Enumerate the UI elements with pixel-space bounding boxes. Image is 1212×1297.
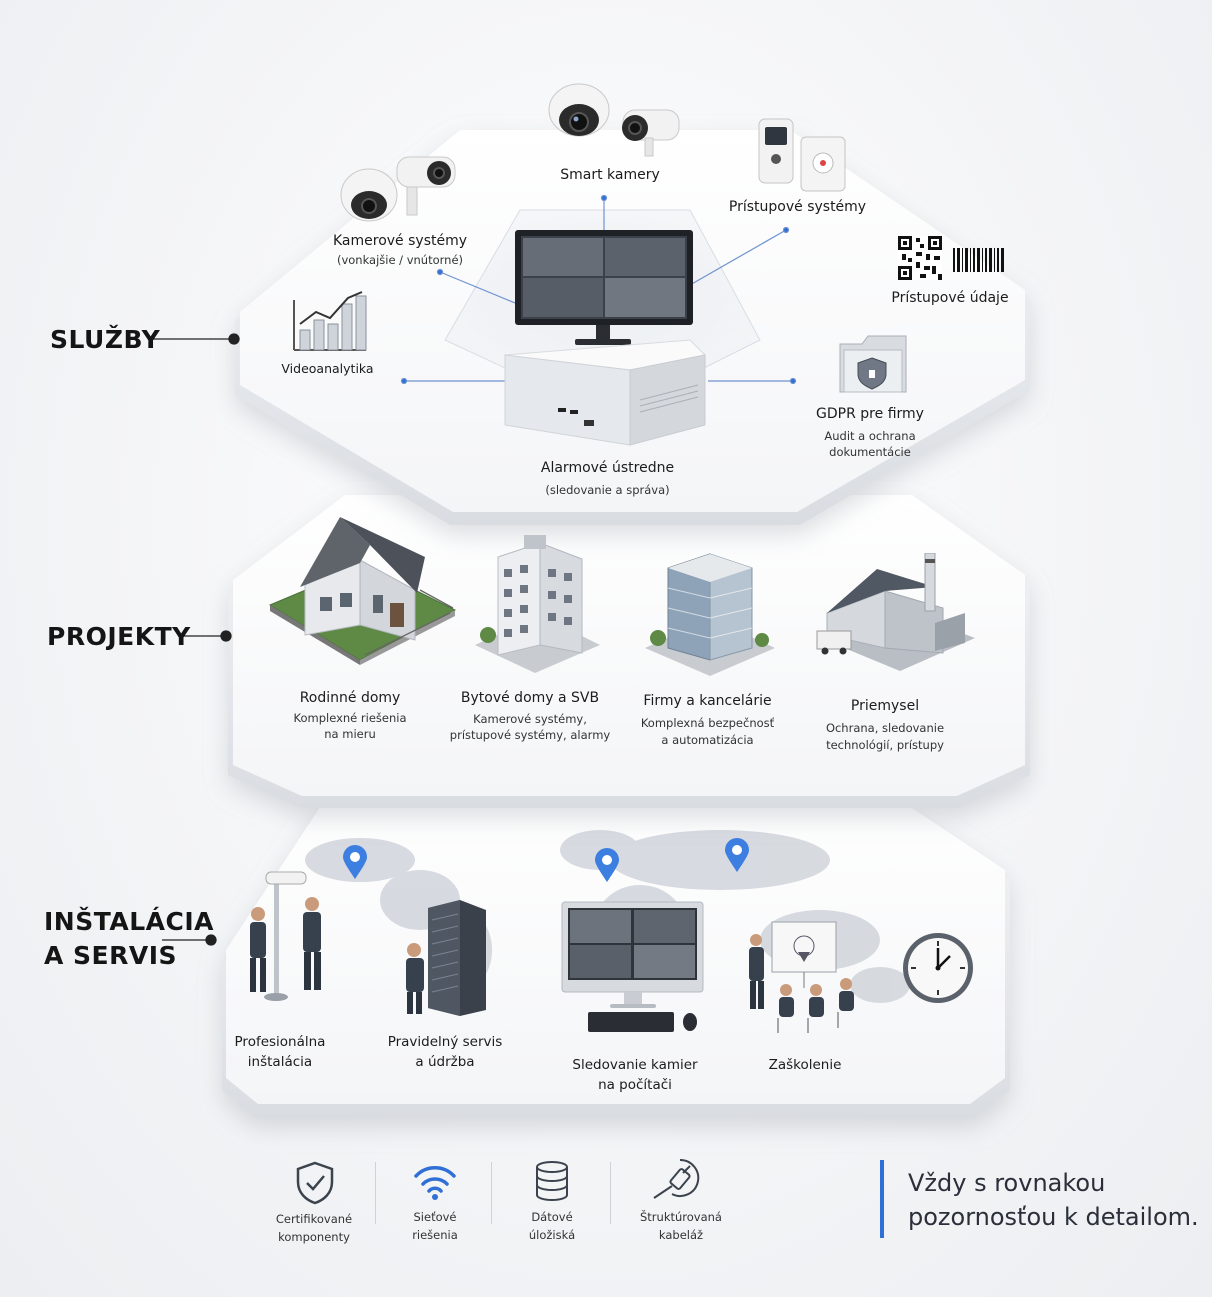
monitor-server-icon	[504, 230, 707, 446]
desktop-monitor-icon	[561, 901, 704, 1032]
family-houses-label: Rodinné domy	[299, 690, 401, 706]
apartments-sub-2: prístupové systémy, alarmy	[449, 728, 611, 742]
gdpr-sub-1: Audit a ochrana	[824, 429, 916, 443]
connector-lines	[400, 194, 797, 385]
alarm-label: Alarmové ústredne	[540, 460, 675, 476]
monitoring-label: Sledovanie kamier na počítači	[560, 1055, 710, 1095]
training-icon	[749, 921, 854, 1033]
family-house-icon	[268, 517, 457, 665]
footer-feature-certified: Certifikované komponenty	[254, 1210, 374, 1246]
footer-feature-certified-line1: Certifikované	[275, 1212, 353, 1226]
location-pin-icon	[343, 845, 367, 879]
slogan-line2: pozornosťou k detailom.	[908, 1203, 1199, 1231]
slogan-line1: Vždy s rovnakou	[908, 1169, 1106, 1197]
offices-label: Firmy a kancelárie	[643, 693, 772, 709]
footer-feature-certified-line2: komponenty	[278, 1230, 350, 1244]
slogan-accent-bar	[880, 1160, 884, 1238]
offices-sub-1: Komplexná bezpečnosť	[640, 716, 775, 730]
apartment-building-icon	[475, 535, 600, 673]
camera-systems-icon	[340, 156, 456, 222]
slogan: Vždy s rovnakou pozornosťou k detailom.	[908, 1166, 1199, 1234]
server-rack-icon	[406, 900, 486, 1016]
pro-install-line1: Profesionálna	[234, 1034, 326, 1050]
service-label: Pravidelný servis a údržba	[375, 1032, 515, 1072]
section-title-install-line1: INŠTALÁCIA	[44, 907, 214, 936]
footer-divider	[610, 1162, 611, 1224]
gdpr-sub-2: dokumentácie	[829, 445, 911, 459]
service-line2: a údržba	[415, 1054, 475, 1070]
camera-systems-sub: (vonkajšie / vnútorné)	[336, 253, 464, 267]
access-data-label: Prístupové údaje	[891, 290, 1009, 306]
apartments-label: Bytové domy a SVB	[460, 690, 600, 706]
bar-chart-icon	[293, 291, 367, 351]
footer-feature-cabling-line2: kabeláž	[658, 1228, 704, 1242]
monitoring-line1: Sledovanie kamier	[572, 1057, 698, 1073]
qr-barcode-icon	[898, 236, 1004, 280]
platform-projects	[228, 495, 1030, 808]
apartments-sub-1: Kamerové systémy,	[473, 712, 587, 726]
footer-feature-storage-line2: úložiská	[528, 1228, 576, 1242]
alarm-sub: (sledovanie a správa)	[545, 483, 670, 497]
footer-feature-storage-line1: Dátové	[531, 1210, 573, 1224]
training-line1: Zaškolenie	[768, 1057, 842, 1073]
footer-feature-network-line2: riešenia	[412, 1228, 458, 1242]
industry-sub-2: technológií, prístupy	[826, 738, 944, 752]
footer-feature-network: Sieťové riešenia	[385, 1208, 485, 1244]
clock-icon	[903, 933, 973, 1003]
training-label: Zaškolenie	[745, 1055, 865, 1075]
pro-install-line2: inštalácia	[247, 1054, 313, 1070]
cable-icon	[653, 1158, 700, 1199]
footer-feature-cabling-line1: Štruktúrovaná	[640, 1210, 722, 1224]
footer-divider	[375, 1162, 376, 1224]
industry-sub-1: Ochrana, sledovanie	[825, 721, 945, 735]
section-leaders	[151, 333, 240, 946]
technicians-icon	[250, 871, 321, 1001]
section-title-services: SLUŽBY	[50, 325, 161, 354]
family-houses-sub-2: na mieru	[324, 727, 376, 741]
access-systems-label: Prístupové systémy	[728, 199, 867, 215]
database-icon	[536, 1161, 568, 1201]
offices-sub-2: a automatizácia	[661, 733, 754, 747]
family-houses-sub-1: Komplexné riešenia	[293, 711, 407, 725]
section-title-install-line2: A SERVIS	[44, 941, 178, 970]
camera-systems-label: Kamerové systémy	[332, 233, 468, 249]
gdpr-folder-icon	[839, 335, 907, 393]
pro-install-label: Profesionálna inštalácia	[215, 1032, 345, 1072]
location-pin-icon	[595, 848, 619, 882]
monitoring-line2: na počítači	[598, 1077, 672, 1093]
video-analytics-label: Videoanalytika	[281, 361, 374, 376]
section-title-install: INŠTALÁCIA A SERVIS	[44, 905, 214, 973]
service-line1: Pravidelný servis	[387, 1034, 503, 1050]
footer-feature-network-line1: Sieťové	[413, 1210, 457, 1224]
office-building-icon	[645, 553, 775, 676]
gdpr-label: GDPR pre firmy	[816, 406, 924, 422]
smart-cameras-label: Smart kamery	[560, 167, 660, 183]
factory-icon	[816, 553, 975, 671]
shield-check-icon	[296, 1161, 334, 1205]
industry-label: Priemysel	[850, 698, 920, 714]
smart-camera-icon	[548, 83, 680, 157]
section-title-projects: PROJEKTY	[47, 622, 191, 651]
location-pin-icon	[725, 838, 749, 872]
footer-feature-cabling: Štruktúrovaná kabeláž	[626, 1208, 736, 1244]
footer-feature-storage: Dátové úložiská	[502, 1208, 602, 1244]
wifi-icon	[414, 1166, 456, 1200]
access-systems-icon	[758, 118, 846, 192]
footer-divider	[491, 1162, 492, 1224]
